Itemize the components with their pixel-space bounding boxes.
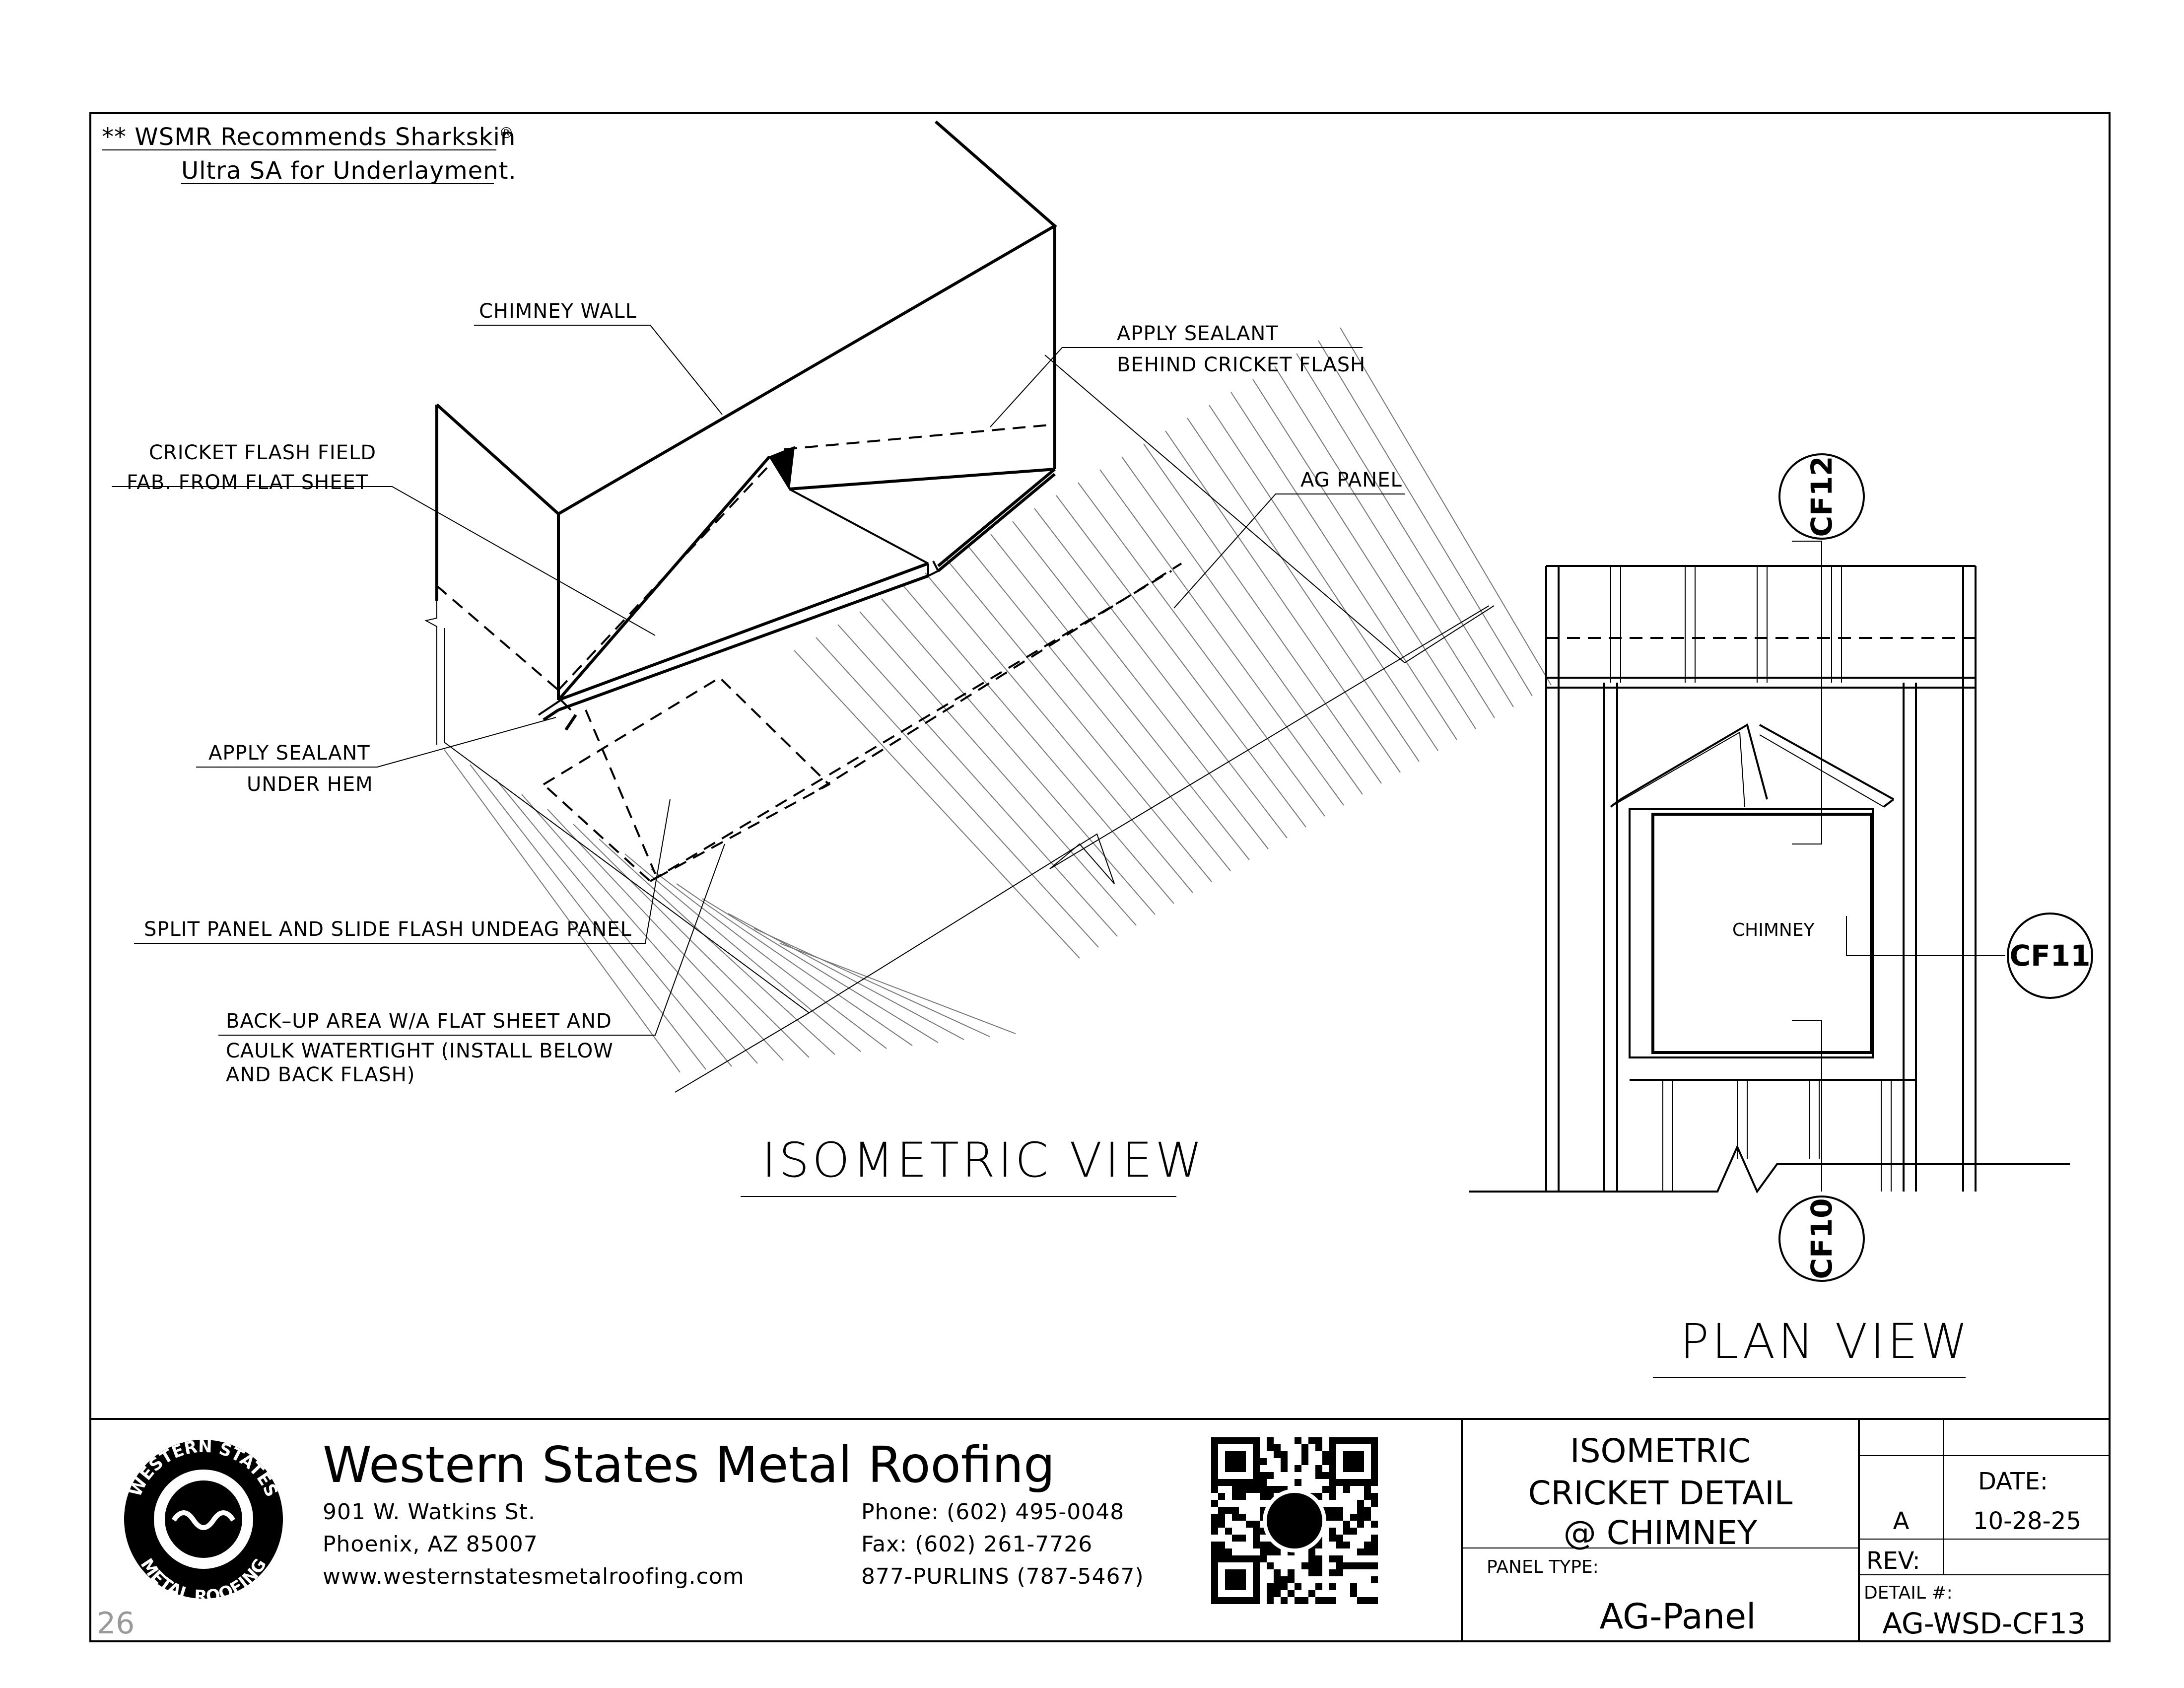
- qr-code: [1211, 1437, 1378, 1604]
- website: www.westernstatesmetalroofing.com: [323, 1564, 745, 1589]
- phone: Phone: (602) 495-0048: [861, 1499, 1124, 1525]
- plan-view-title: PLAN VIEW: [1680, 1314, 1971, 1369]
- revision-letter: A: [1893, 1507, 1910, 1535]
- sheet-border: [89, 112, 2111, 1642]
- label-backup-1: BACK–UP AREA W/A FLAT SHEET AND: [226, 1010, 612, 1033]
- plan-section-lines: [1792, 541, 2005, 1192]
- detail-label: DETAIL #:: [1864, 1583, 1953, 1603]
- label-backup-3: AND BACK FLASH): [226, 1063, 415, 1086]
- plan-cricket: [1610, 723, 1895, 808]
- label-sealant-hem-2: UNDER HEM: [247, 773, 373, 796]
- plan-view: CHIMNEY CF12 CF11 CF10 PLAN VIEW: [1469, 453, 2093, 1378]
- section-bubble-top: CF12: [1778, 453, 1865, 540]
- backup-area: [543, 563, 1182, 883]
- rev-label: REV:: [1866, 1547, 1920, 1575]
- isometric-view: CHIMNEY WALL APPLY SEALANT BEHIND CRICKE…: [112, 120, 1552, 1197]
- plan-panel-ribs: [1545, 566, 1977, 1192]
- panel-type: AG-Panel: [1600, 1596, 1756, 1637]
- page-number: 26: [97, 1606, 135, 1641]
- drawing-title-2: CRICKET DETAIL: [1528, 1474, 1793, 1512]
- label-split-panel: SPLIT PANEL AND SLIDE FLASH UNDEAG PANEL: [144, 918, 632, 941]
- label-cricket-field-1: CRICKET FLASH FIELD: [149, 441, 376, 464]
- drawing-title-1: ISOMETRIC: [1570, 1432, 1751, 1470]
- company-name: Western States Metal Roofing: [323, 1436, 1055, 1494]
- label-sealant-behind-1: APPLY SEALANT: [1117, 322, 1279, 345]
- title-block: WESTERN STATES METAL ROOFING 26 Western …: [97, 1432, 2086, 1641]
- label-sealant-behind-2: BEHIND CRICKET FLASH: [1117, 353, 1365, 376]
- toll-free: 877-PURLINS (787-5467): [861, 1564, 1144, 1589]
- plan-chimney: [1629, 808, 1916, 1081]
- address-line-2: Phoenix, AZ 85007: [323, 1532, 538, 1557]
- roof-panel-edges: [444, 354, 1495, 1093]
- plan-chimney-label: CHIMNEY: [1732, 920, 1815, 940]
- note-line-1: ** WSMR Recommends Sharkskin: [102, 123, 516, 151]
- isometric-leaders: [112, 325, 1405, 1197]
- label-ag-panel: AG PANEL: [1300, 469, 1402, 492]
- company-logo: WESTERN STATES METAL ROOFING: [124, 1437, 283, 1607]
- svg-text:CF12: CF12: [1805, 456, 1839, 537]
- chimney-wall: [424, 120, 1058, 745]
- cricket-flash: [538, 446, 1056, 731]
- fax: Fax: (602) 261-7726: [861, 1532, 1092, 1557]
- date-value: 10-28-25: [1973, 1507, 2081, 1535]
- svg-text:CF10: CF10: [1805, 1198, 1839, 1279]
- note-line-2: Ultra SA for Underlayment.: [181, 157, 517, 185]
- label-chimney-wall: CHIMNEY WALL: [479, 300, 637, 323]
- section-bubble-bottom: CF10: [1778, 1196, 1865, 1282]
- section-bubble-right: CF11: [2007, 913, 2093, 999]
- panel-type-label: PANEL TYPE:: [1487, 1557, 1599, 1577]
- detail-number: AG-WSD-CF13: [1882, 1607, 2086, 1640]
- label-sealant-hem-1: APPLY SEALANT: [208, 742, 370, 765]
- registered-mark: ®: [499, 125, 514, 142]
- address-line-1: 901 W. Watkins St.: [323, 1499, 536, 1525]
- isometric-view-title: ISOMETRIC VIEW: [762, 1132, 1205, 1188]
- underlayment-note: ** WSMR Recommends Sharkskin ® Ultra SA …: [102, 123, 517, 185]
- date-label: DATE:: [1978, 1468, 2048, 1495]
- label-backup-2: CAULK WATERTIGHT (INSTALL BELOW: [226, 1040, 614, 1062]
- drawing-title-3: @ CHIMNEY: [1564, 1514, 1758, 1552]
- ag-panel-ribs: [444, 327, 1552, 1073]
- svg-text:CF11: CF11: [2010, 939, 2091, 973]
- label-cricket-field-2: FAB. FROM FLAT SHEET: [127, 471, 368, 494]
